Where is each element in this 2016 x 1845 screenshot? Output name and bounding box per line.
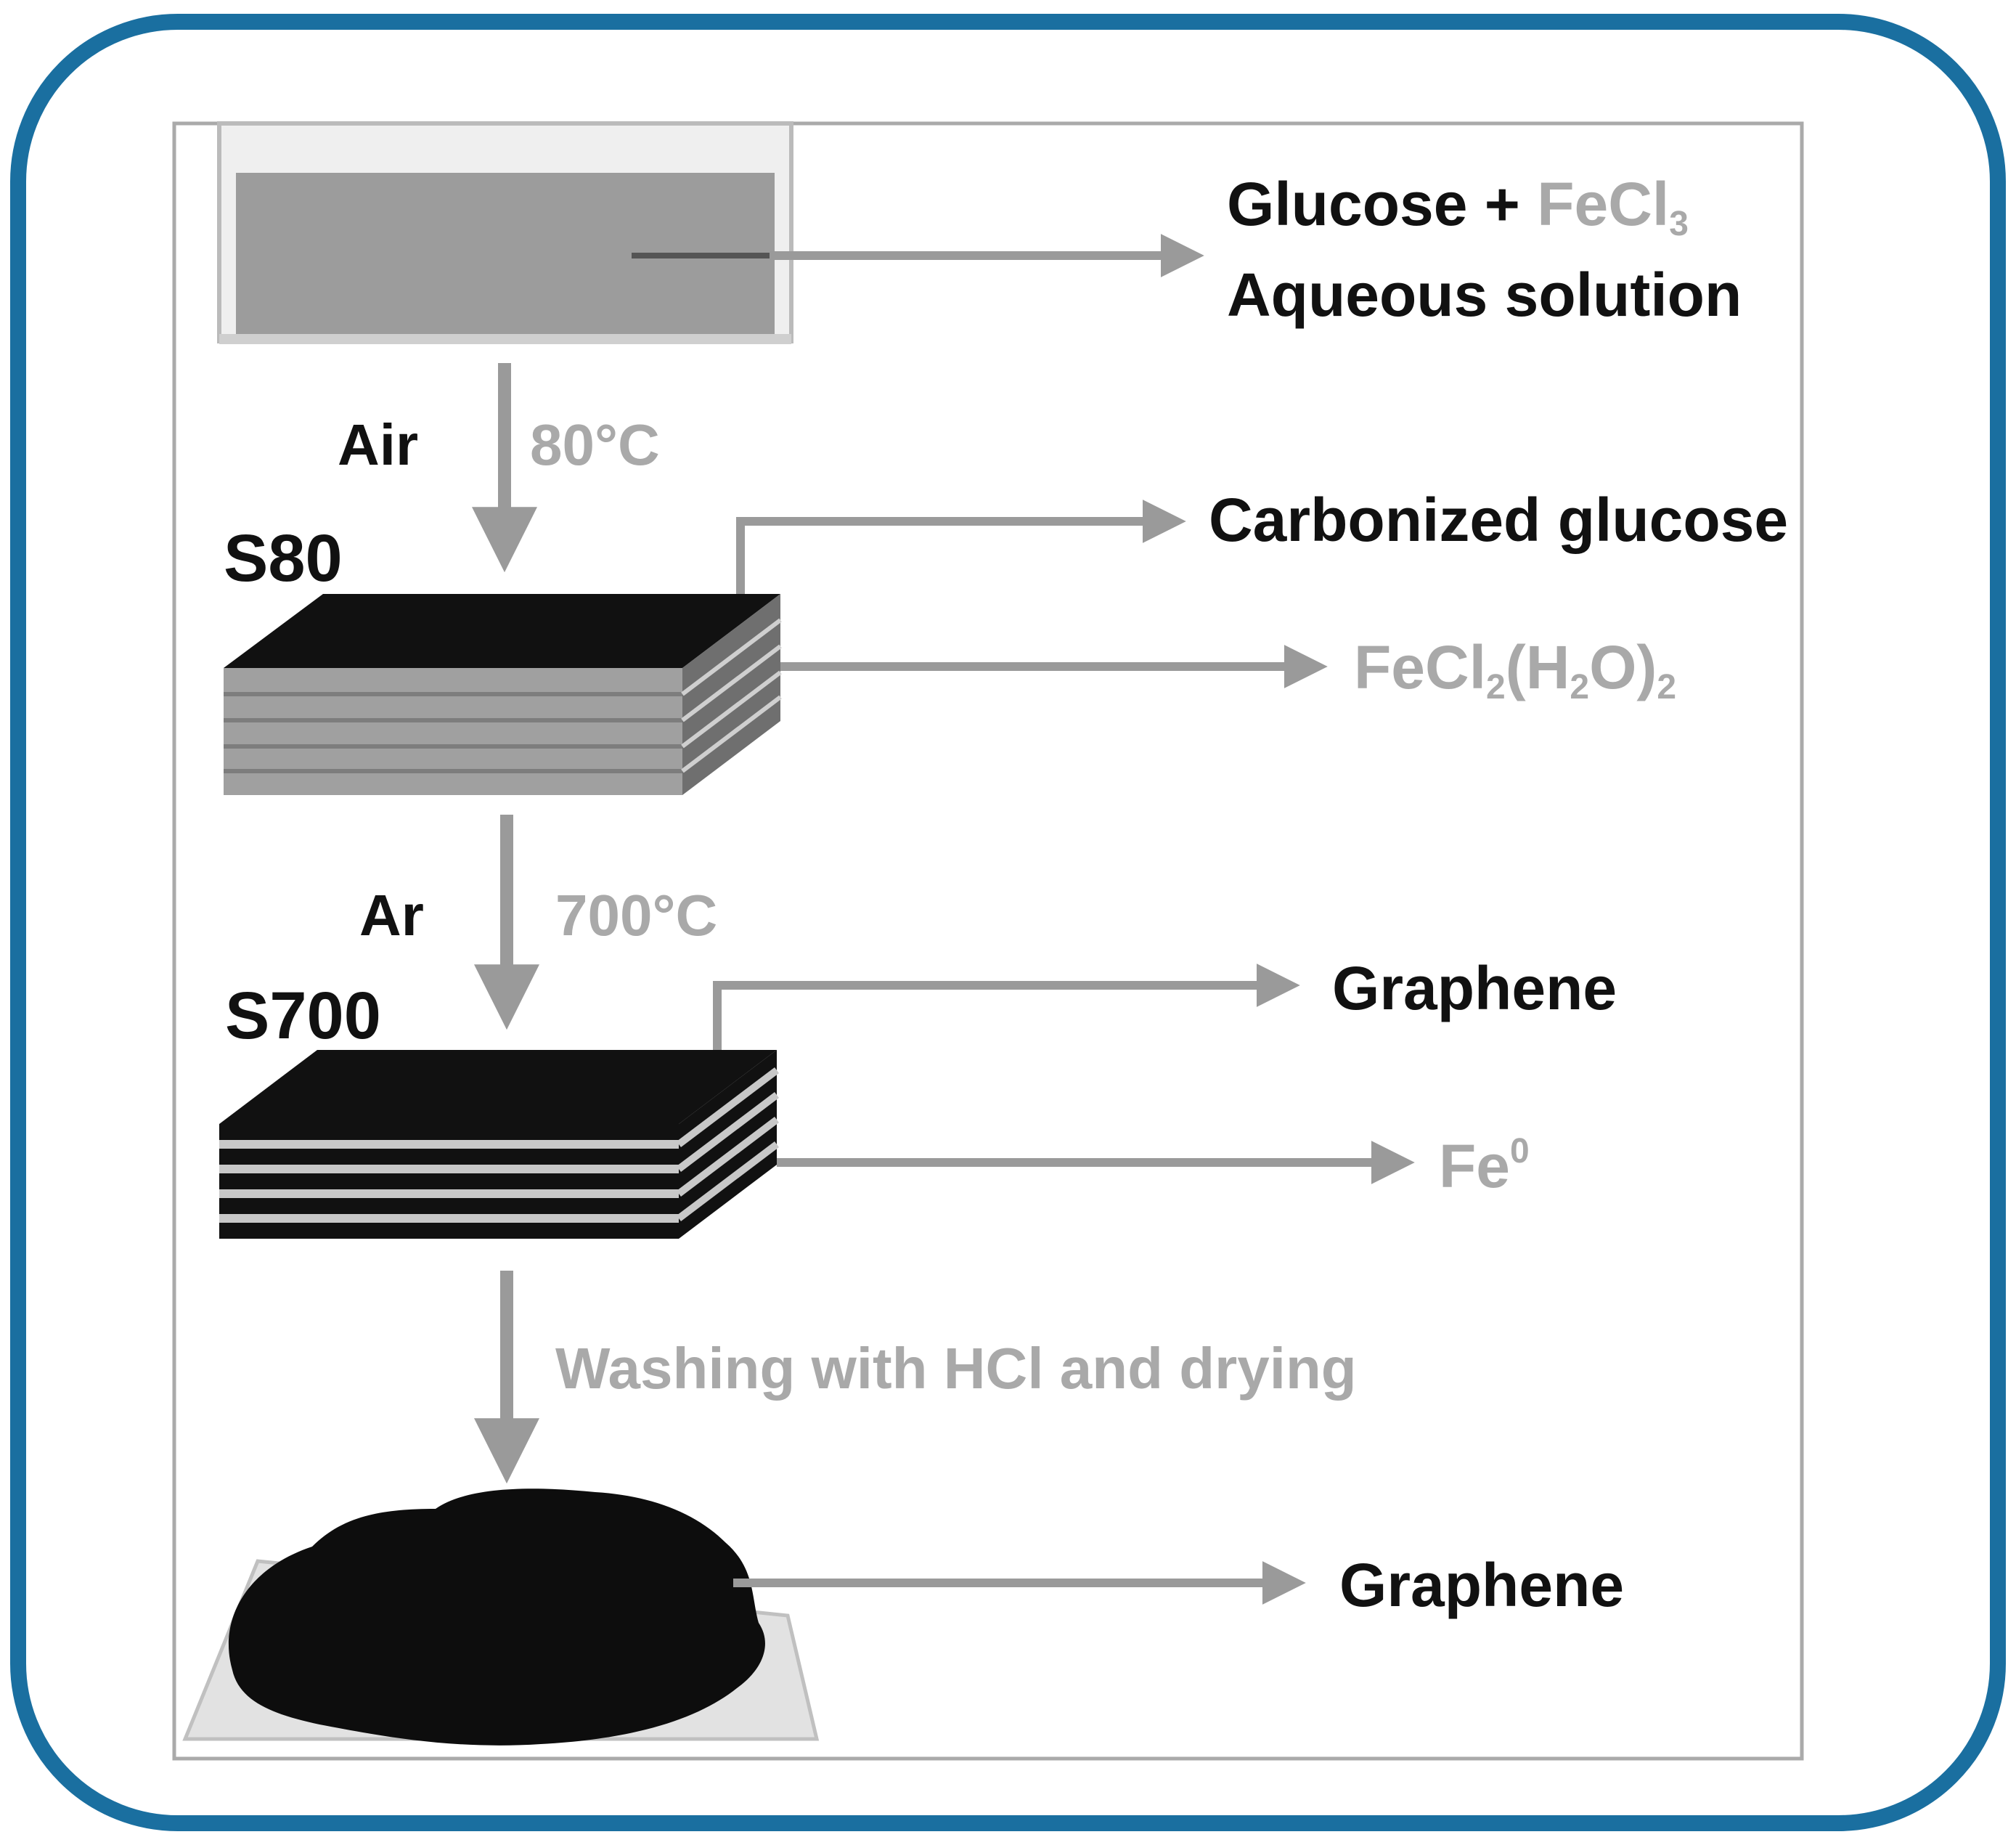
- sample-s80: S80: [224, 521, 343, 595]
- carbonized-glucose-arrow: [736, 500, 1186, 594]
- atmosphere-air: Air: [338, 412, 418, 477]
- beaker: [217, 121, 793, 344]
- s80-layers: [224, 594, 782, 795]
- graphene-label-1: Graphene: [1332, 954, 1617, 1022]
- temperature-700: 700°C: [555, 883, 717, 948]
- graphene-label-2: Graphene: [1339, 1551, 1624, 1619]
- s700-layers: [219, 1050, 780, 1239]
- atmosphere-ar: Ar: [359, 883, 424, 948]
- graphene-powder: [182, 1488, 820, 1746]
- solution-label-line2: Aqueous solution: [1227, 261, 1742, 329]
- temperature-80: 80°C: [530, 412, 660, 477]
- carbonized-glucose-label: Carbonized glucose: [1209, 486, 1788, 554]
- graphene-arrow-1: [713, 964, 1300, 1050]
- inner-border: [172, 121, 1804, 1761]
- fe0-label: Fe0: [1439, 1132, 1530, 1200]
- solution-label: Glucose + FeCl3: [1227, 170, 1689, 243]
- washing-label: Washing with HCl and drying: [555, 1336, 1357, 1401]
- sample-s700: S700: [225, 979, 381, 1053]
- fecl2-label: FeCl2(H2O)2: [1354, 633, 1676, 706]
